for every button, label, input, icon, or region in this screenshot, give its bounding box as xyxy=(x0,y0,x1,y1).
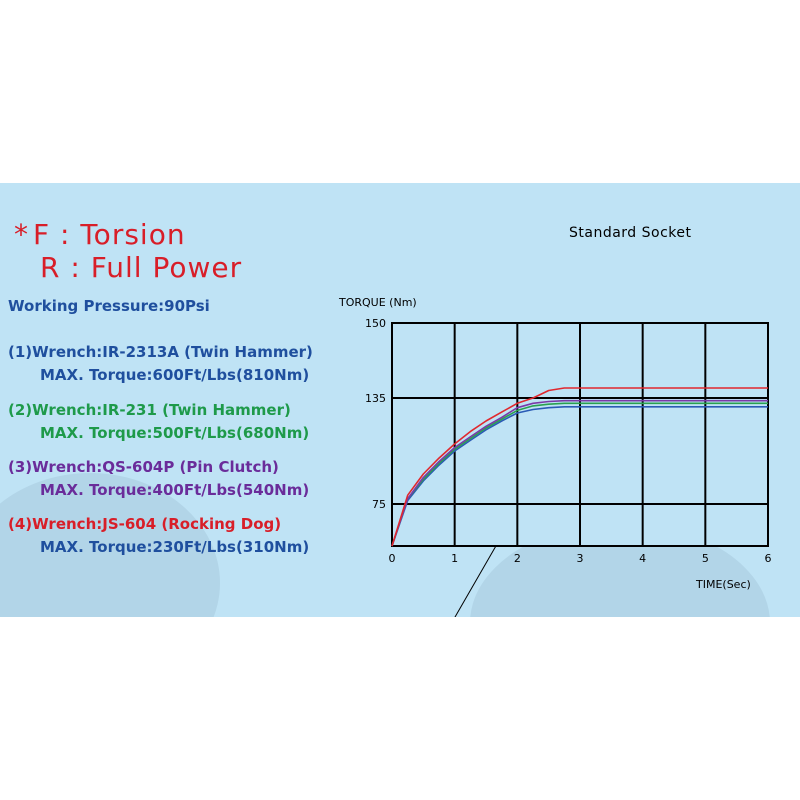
series-line-2 xyxy=(391,402,768,547)
x-axis-label: TIME(Sec) xyxy=(695,578,751,591)
wrench-1-torque: MAX. Torque:600Ft/Lbs(810Nm) xyxy=(40,366,310,384)
wrench-4-torque: MAX. Torque:230Ft/Lbs(310Nm) xyxy=(40,538,310,556)
wrench-3-label: (3)Wrench:QS-604P (Pin Clutch) xyxy=(8,458,279,476)
y-tick-75: 75 xyxy=(372,498,386,511)
grid-lines xyxy=(392,323,768,546)
series-line-3 xyxy=(391,399,768,547)
annotation-standard-socket: Standard Socket xyxy=(569,225,692,241)
wrench-4-label: (4)Wrench:JS-604 (Rocking Dog) xyxy=(8,515,282,533)
tick-labels: 0 1 2 3 4 5 6 75 135 150 xyxy=(365,317,772,565)
x-tick-5: 5 xyxy=(702,552,709,565)
wrench-2-label: (2)Wrench:IR-231 (Twin Hammer) xyxy=(8,401,291,419)
wrench-2-torque: MAX. Torque:500Ft/Lbs(680Nm) xyxy=(40,424,310,442)
series-line-1 xyxy=(391,406,768,547)
x-tick-1: 1 xyxy=(451,552,458,565)
star-icon: * xyxy=(14,218,29,251)
x-tick-2: 2 xyxy=(514,552,521,565)
y-tick-135: 135 xyxy=(365,392,386,405)
y-axis-label: TORQUE (Nm) xyxy=(338,296,417,309)
wrench-3-torque: MAX. Torque:400Ft/Lbs(540Nm) xyxy=(40,481,310,499)
y-tick-150: 150 xyxy=(365,317,386,330)
x-tick-0: 0 xyxy=(389,552,396,565)
wrench-1-label: (1)Wrench:IR-2313A (Twin Hammer) xyxy=(8,343,313,361)
x-tick-4: 4 xyxy=(639,552,646,565)
series-lines xyxy=(391,387,768,547)
x-tick-3: 3 xyxy=(577,552,584,565)
info-panel: *F : Torsion R : Full Power Working Pres… xyxy=(0,183,800,617)
title-torsion: *F : Torsion xyxy=(14,218,186,251)
series-line-4 xyxy=(391,387,768,547)
working-pressure: Working Pressure:90Psi xyxy=(8,297,210,315)
x-tick-6: 6 xyxy=(765,552,772,565)
torque-chart: Standard Socket 0 1 2 3 4 5 6 75 135 150 TORQUE (… xyxy=(338,225,772,617)
title-full-power: R : Full Power xyxy=(40,251,243,284)
